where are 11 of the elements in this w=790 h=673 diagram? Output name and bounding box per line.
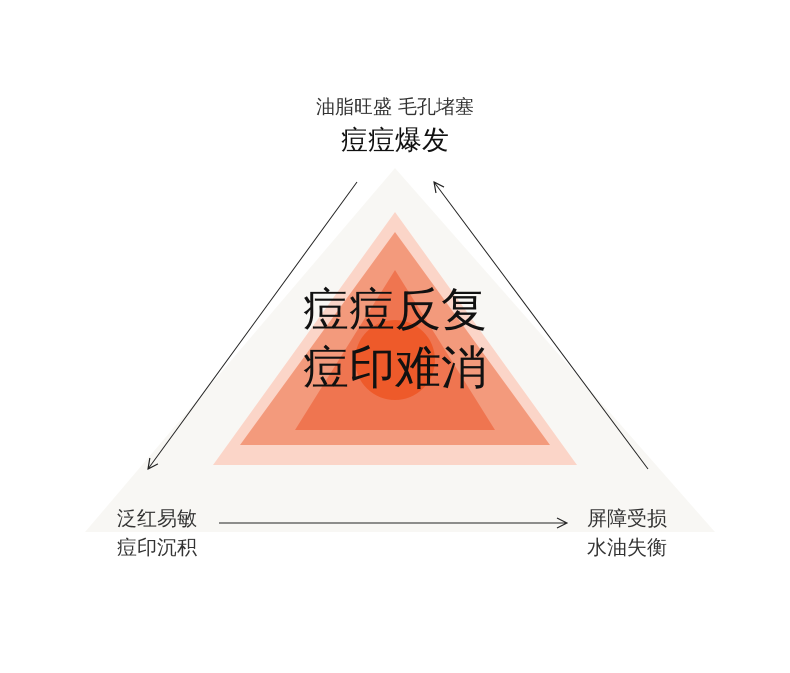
arrow bbox=[433, 181, 648, 470]
subtitle-text: 油脂旺盛 毛孔堵塞 bbox=[316, 96, 474, 120]
label-text: 水油失衡 bbox=[587, 535, 667, 560]
label-text: 泛红易敏 bbox=[117, 506, 197, 531]
arrow bbox=[218, 517, 568, 529]
label-text: 屏障受损 bbox=[587, 506, 667, 531]
label-text: 痘印沉积 bbox=[117, 535, 197, 560]
arrow bbox=[147, 182, 358, 470]
label-text: 痘痘爆发 bbox=[341, 124, 449, 158]
label-text: 痘痘反复 bbox=[303, 281, 487, 338]
label-text: 痘印难消 bbox=[303, 338, 487, 396]
